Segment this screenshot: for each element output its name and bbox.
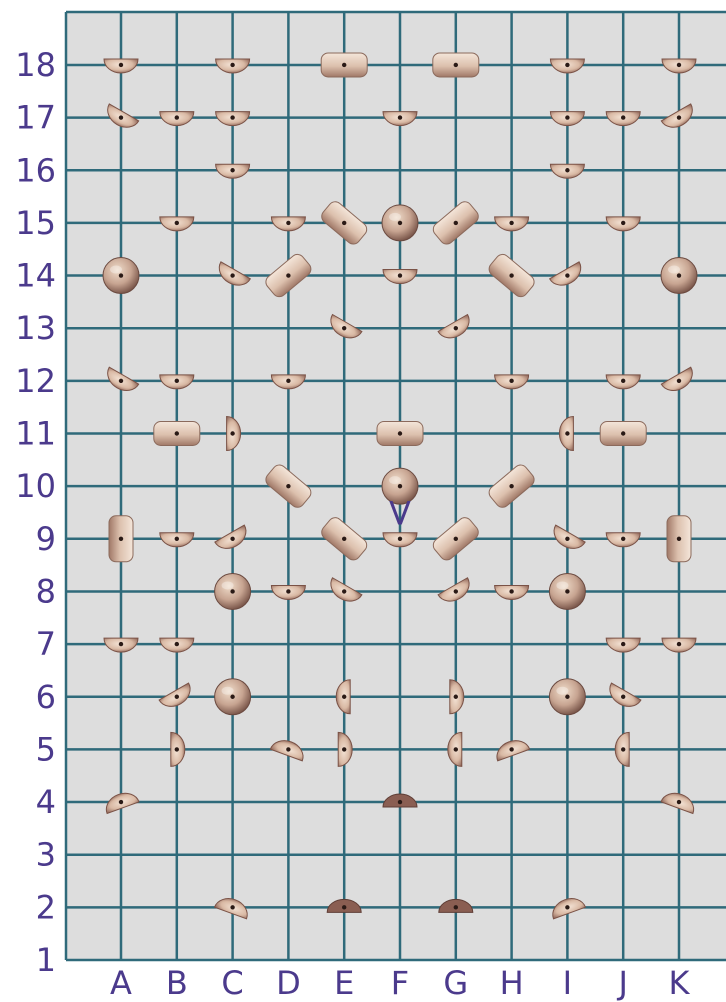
row-label-5: 5 (36, 730, 56, 768)
column-label-G: G (443, 964, 468, 1002)
hold-I8 (549, 573, 585, 609)
row-label-7: 7 (36, 625, 56, 663)
row-label-10: 10 (15, 467, 56, 505)
row-label-11: 11 (15, 415, 56, 453)
column-label-A: A (110, 964, 132, 1002)
hold-J11 (600, 422, 646, 446)
column-label-D: D (276, 964, 301, 1002)
column-label-E: E (334, 964, 354, 1002)
hold-C6 (215, 679, 251, 715)
row-label-4: 4 (36, 783, 56, 821)
row-label-13: 13 (15, 309, 56, 347)
row-label-16: 16 (15, 151, 56, 189)
column-label-C: C (221, 964, 243, 1002)
hold-A9 (109, 516, 133, 562)
column-label-I: I (563, 964, 572, 1002)
row-label-9: 9 (36, 520, 56, 558)
column-label-F: F (391, 964, 409, 1002)
column-label-J: J (616, 964, 627, 1002)
column-label-K: K (669, 964, 691, 1002)
row-label-6: 6 (36, 678, 56, 716)
column-label-B: B (166, 964, 188, 1002)
hold-E18 (321, 53, 367, 77)
row-label-14: 14 (15, 257, 56, 295)
hold-K14 (661, 258, 697, 294)
hold-C8 (215, 573, 251, 609)
column-label-H: H (500, 964, 524, 1002)
row-label-8: 8 (36, 572, 56, 610)
row-label-12: 12 (15, 362, 56, 400)
start-marker: V (389, 494, 411, 532)
hold-K9 (667, 516, 691, 562)
hold-F11 (377, 422, 423, 446)
row-label-1: 1 (36, 941, 56, 979)
hold-A14 (103, 258, 139, 294)
row-label-15: 15 (15, 204, 56, 242)
hold-F15 (382, 205, 418, 241)
hold-B11 (154, 422, 200, 446)
row-label-3: 3 (36, 836, 56, 874)
hold-G18 (433, 53, 479, 77)
hold-I6 (549, 679, 585, 715)
row-label-17: 17 (15, 99, 56, 137)
row-label-18: 18 (15, 46, 56, 84)
row-label-2: 2 (36, 888, 56, 926)
